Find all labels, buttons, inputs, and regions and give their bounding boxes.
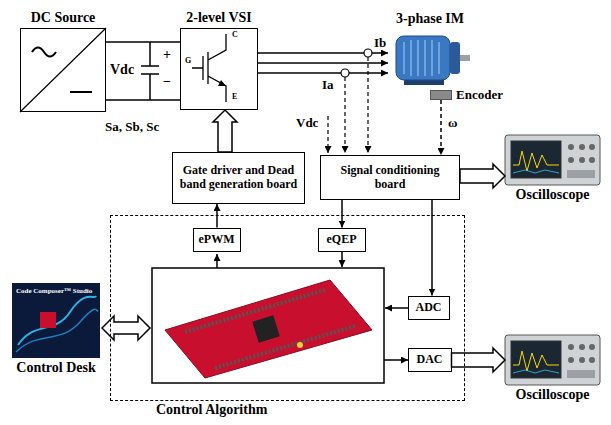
- oscilloscope-image: [505, 135, 600, 185]
- node-heading: Encoder: [456, 88, 503, 103]
- module-box: DAC: [408, 348, 452, 372]
- motor-illustration: [396, 36, 470, 85]
- inverter-box: 2-level VSI: [180, 28, 258, 110]
- signal-label: Code Composer™ Studio: [16, 288, 92, 296]
- signal-label: Vdc: [110, 62, 134, 77]
- block-arrow: [452, 348, 506, 372]
- signal-label: E: [232, 93, 237, 102]
- dc-wire: [106, 99, 180, 101]
- signal-label: Ia: [322, 78, 334, 92]
- node-heading: DC Source: [31, 10, 96, 26]
- box-label: ADC: [416, 301, 442, 315]
- connector: [258, 62, 388, 64]
- node-heading: Control Algorithm: [156, 402, 267, 418]
- code-composer-image: [12, 283, 100, 358]
- motor-node: 3-phase IM: [388, 30, 472, 88]
- current-sensor: [341, 69, 349, 77]
- box-label: Signal conditioning board: [324, 164, 456, 192]
- sense-line: [327, 116, 328, 153]
- oscilloscope-node: Oscilloscope: [505, 335, 600, 385]
- oscilloscope-image: [505, 335, 600, 385]
- edge-label: ω: [447, 116, 459, 130]
- igbt-symbol: [192, 34, 226, 102]
- ac-symbol: [32, 48, 56, 57]
- signal-arrow: [341, 252, 343, 267]
- module-box: ADC: [408, 296, 450, 320]
- process-box: Signal conditioning board: [320, 155, 460, 200]
- node-heading: 2-level VSI: [186, 10, 251, 26]
- launchpad-board-image: [152, 268, 384, 383]
- signal-label: Vdc: [296, 116, 318, 130]
- converter-diagonal: [20, 28, 106, 112]
- process-box: Gate driver and Dead band generation boa…: [172, 152, 305, 204]
- signal-label: −: [163, 74, 171, 89]
- node-heading: Oscilloscope: [516, 387, 590, 403]
- igbt-arrow: [218, 80, 226, 86]
- oscilloscope-node: Oscilloscope: [505, 135, 600, 185]
- sense-line: [367, 57, 368, 153]
- capacitor-symbol: [141, 42, 159, 100]
- signal-label: G: [185, 57, 191, 66]
- connector: [440, 100, 442, 155]
- signal-arrow: [384, 359, 408, 361]
- connector: [341, 200, 343, 228]
- edge-label: Sa, Sb, Sc: [104, 120, 160, 134]
- encoder-block: Encoder: [430, 90, 452, 100]
- signal-arrow: [216, 254, 218, 268]
- connector: [106, 41, 180, 43]
- module-box: ePWM: [193, 228, 241, 252]
- group-region: Control AlgorithmePWMeQEPADCDAC: [110, 215, 465, 401]
- signal-label: +: [163, 47, 171, 62]
- source-box: DC Source: [20, 28, 106, 112]
- block-arrow: [213, 110, 237, 152]
- signal-label: C: [232, 31, 238, 40]
- block-arrow: [460, 164, 505, 188]
- box-label: ePWM: [199, 233, 235, 247]
- node-heading: Oscilloscope: [516, 187, 590, 203]
- box-label: Gate driver and Dead band generation boa…: [176, 164, 301, 192]
- signal-arrow: [385, 307, 408, 309]
- node-heading: Control Desk: [16, 360, 95, 376]
- node-heading: 3-phase IM: [396, 11, 464, 27]
- box-label: DAC: [417, 353, 443, 367]
- dc-symbol: [70, 91, 92, 93]
- signal-label: Ib: [374, 36, 386, 50]
- current-sensor: [364, 49, 372, 57]
- box-label: eQEP: [327, 233, 357, 247]
- module-box: eQEP: [318, 228, 366, 252]
- sense-line: [344, 77, 345, 153]
